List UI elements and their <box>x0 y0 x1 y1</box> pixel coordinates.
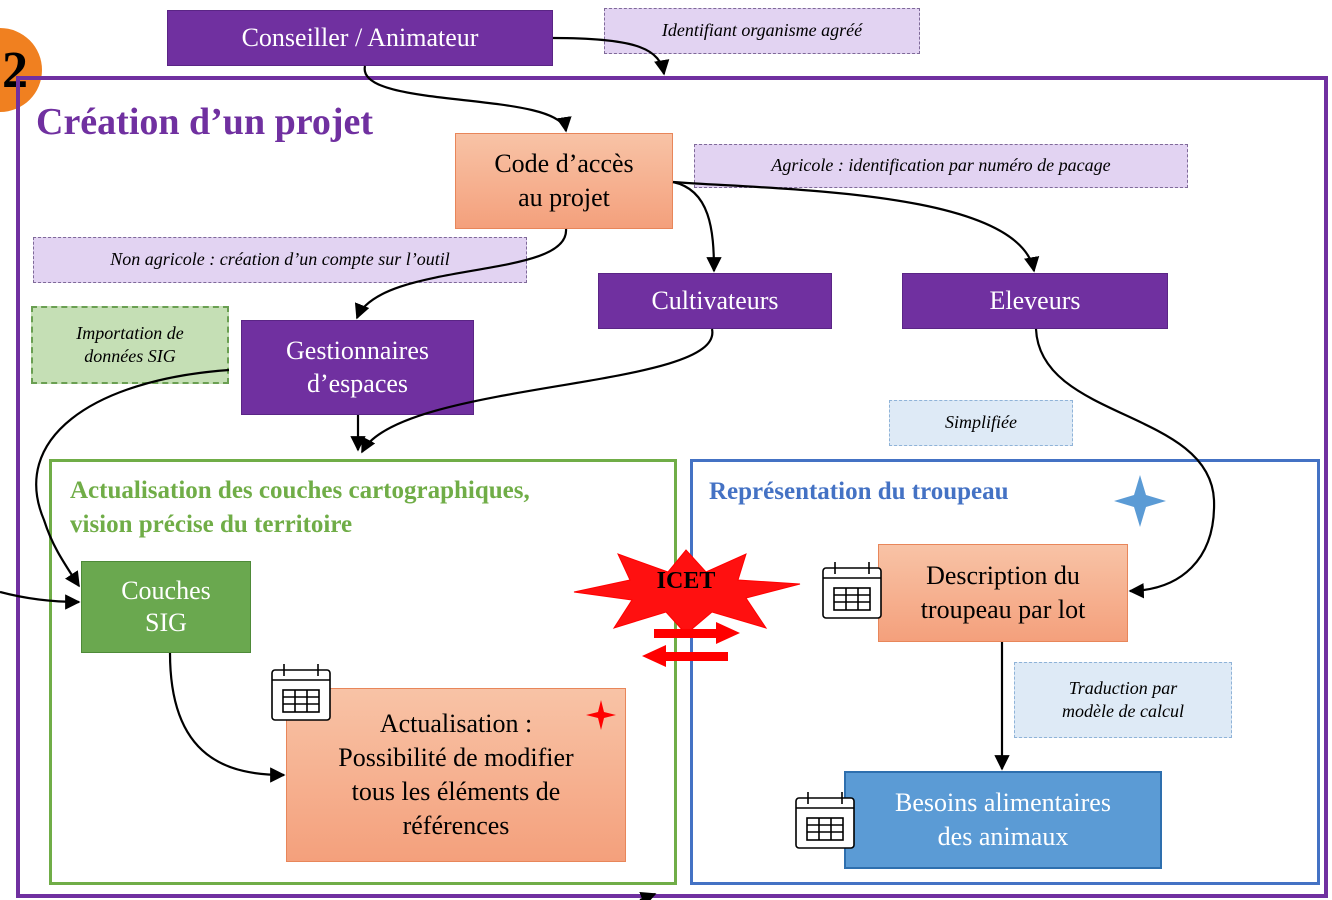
simplified-note: Simplifiée <box>889 400 1073 446</box>
icet-badge: ICET <box>570 548 802 636</box>
access-code-box: Code d’accès au projet <box>455 133 673 229</box>
feed-needs-label: Besoins alimentaires des animaux <box>895 788 1111 851</box>
advisor-box: Conseiller / Animateur <box>167 10 553 66</box>
herd-section-title: Représentation du troupeau <box>709 478 1009 505</box>
arrow-external-to-layers <box>0 590 81 610</box>
map-update-section <box>49 459 677 885</box>
arrow-gis-import-to-layers <box>35 368 230 588</box>
exchange-arrows-icon <box>642 622 740 667</box>
project-title: Création d’un projet <box>36 101 374 143</box>
map-section-title: Actualisation des couches cartographique… <box>70 477 530 538</box>
calendar-icon <box>271 664 331 721</box>
red-sparkle-icon <box>586 700 616 730</box>
agricole-note: Agricole : identification par numéro de … <box>694 144 1188 188</box>
arrow-bottom-frame <box>639 891 657 900</box>
gis-layers-box: Couches SIG <box>81 561 251 653</box>
herd-description-label: Description du troupeau par lot <box>920 561 1086 624</box>
non-agricole-note: Non agricole : création d’un compte sur … <box>33 237 527 283</box>
arrow-access-to-managers <box>354 228 568 320</box>
non-agricole-text: Non agricole : création d’un compte sur … <box>110 249 450 270</box>
icet-label: ICET <box>656 568 716 594</box>
breeders-box: Eleveurs <box>902 273 1168 329</box>
advisor-label: Conseiller / Animateur <box>241 22 479 52</box>
gis-import-note: Importation de données SIG <box>31 306 229 384</box>
arrow-advisor-to-frame <box>552 36 670 76</box>
gis-layers-label: Couches SIG <box>121 575 211 638</box>
update-box: Actualisation : Possibilité de modifier … <box>286 688 626 862</box>
arrow-advisor-to-access <box>363 65 572 133</box>
space-managers-box: Gestionnaires d’espaces <box>241 320 474 415</box>
blue-sparkle-icon <box>1114 475 1166 527</box>
simplified-text: Simplifiée <box>945 412 1017 433</box>
translation-note: Traduction par modèle de calcul <box>1014 662 1232 738</box>
arrow-cultivators-to-map <box>361 328 714 454</box>
approved-org-text: Identifiant organisme agréé <box>661 20 863 41</box>
approved-org-note: Identifiant organisme agréé <box>604 8 920 54</box>
calendar-icon <box>795 792 855 849</box>
breeders-label: Eleveurs <box>989 285 1081 315</box>
arrow-layers-to-update <box>168 652 286 783</box>
space-managers-label: Gestionnaires d’espaces <box>286 336 429 398</box>
herd-description-box: Description du troupeau par lot <box>878 544 1128 642</box>
feed-needs-box: Besoins alimentaires des animaux <box>844 771 1162 869</box>
agricole-text: Agricole : identification par numéro de … <box>771 155 1111 176</box>
arrow-breeders-to-description <box>1034 328 1216 599</box>
cultivators-box: Cultivateurs <box>598 273 832 329</box>
arrow-access-to-cultivators <box>672 180 722 273</box>
gis-import-text: Importation de données SIG <box>76 322 184 366</box>
update-label: Actualisation : Possibilité de modifier … <box>338 709 574 840</box>
translation-text: Traduction par modèle de calcul <box>1062 677 1184 721</box>
herd-section <box>690 459 1320 885</box>
arrow-access-to-breeders <box>672 180 1040 273</box>
project-frame <box>16 76 1328 898</box>
calendar-icon <box>822 562 882 619</box>
access-code-label: Code d’accès au projet <box>494 149 634 212</box>
step-number: 2 <box>2 41 28 99</box>
cultivators-label: Cultivateurs <box>651 285 779 315</box>
